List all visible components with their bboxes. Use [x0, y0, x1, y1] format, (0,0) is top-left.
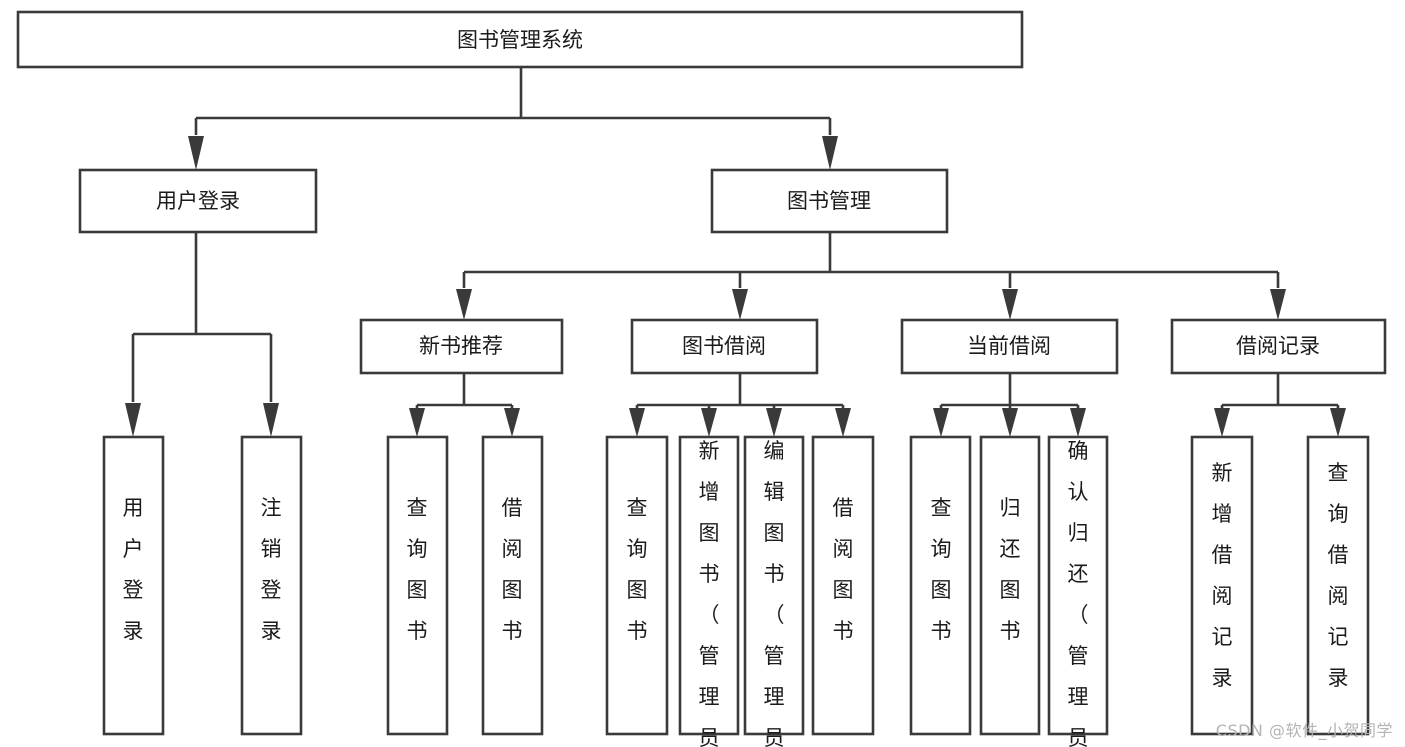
node-new-book-recommend[interactable]: 新书推荐 — [359, 318, 564, 375]
leaf-node-edit-book[interactable]: 编辑图书（管理员） — [743, 435, 805, 747]
leaf-node-borrow-book-2[interactable]: 借阅图书 — [811, 435, 875, 736]
leaf-node-confirm-return[interactable]: 确认归还（管理员） — [1047, 435, 1109, 747]
leaf-edit-book-box[interactable] — [743, 435, 805, 736]
arrow-head-new-book-recommend — [456, 289, 472, 320]
node-book-borrow-box[interactable] — [630, 318, 819, 375]
leaf-edit-book-label: 编辑图书（管理员） — [764, 439, 785, 747]
leaf-borrow-book-1-box[interactable] — [481, 435, 544, 736]
node-book-management-box[interactable] — [710, 168, 949, 234]
leaf-query-record-box[interactable] — [1306, 435, 1370, 736]
node-new-book-recommend-box[interactable] — [359, 318, 564, 375]
leaf-user-logout-box[interactable] — [240, 435, 303, 736]
arrow-head-leaf-query-book-3 — [933, 408, 949, 437]
csdn-watermark: CSDN @软件_小贺同学 — [1215, 721, 1393, 740]
arrow-head-leaf-query-book-1 — [409, 408, 425, 437]
arrow-head-leaf-query-book-2 — [629, 408, 645, 437]
leaf-node-add-record[interactable]: 新增借阅记录 — [1190, 435, 1254, 736]
leaf-query-book-3-label: 查询图书 — [931, 496, 952, 643]
leaf-user-logout-label: 注销登录 — [261, 496, 282, 643]
arrow-head-leaf-add-record — [1214, 408, 1230, 437]
node-user-login-label: 用户登录 — [156, 189, 240, 213]
leaf-query-book-2-box[interactable] — [605, 435, 669, 736]
leaf-node-user-logout[interactable]: 注销登录 — [240, 435, 303, 736]
leaf-node-query-book-3[interactable]: 查询图书 — [909, 435, 972, 736]
leaf-query-book-1-box[interactable] — [386, 435, 449, 736]
leaf-user-login-label: 用户登录 — [123, 496, 144, 643]
node-current-borrow-box[interactable] — [900, 318, 1119, 375]
node-borrow-record-label: 借阅记录 — [1236, 334, 1320, 358]
arrow-head-user-login — [188, 136, 204, 170]
node-book-borrow-label: 图书借阅 — [682, 334, 766, 358]
leaf-confirm-return-box[interactable] — [1047, 435, 1109, 736]
leaf-node-query-book-2[interactable]: 查询图书 — [605, 435, 669, 736]
node-user-login[interactable]: 用户登录 — [78, 168, 318, 234]
connector-layer — [125, 67, 1346, 437]
arrow-head-leaf-borrow-book-1 — [504, 408, 520, 437]
arrow-head-leaf-borrow-book-2 — [835, 408, 851, 437]
arrow-head-leaf-user-login — [125, 403, 141, 437]
node-book-borrow[interactable]: 图书借阅 — [630, 318, 819, 375]
node-borrow-record-box[interactable] — [1170, 318, 1387, 375]
leaf-node-query-record[interactable]: 查询借阅记录 — [1306, 435, 1370, 736]
arrow-head-leaf-confirm-return — [1070, 408, 1086, 437]
arrow-head-book-management — [822, 136, 838, 170]
arrow-head-leaf-edit-book — [766, 408, 782, 437]
leaf-query-record-label: 查询借阅记录 — [1328, 461, 1349, 690]
node-user-login-box[interactable] — [78, 168, 318, 234]
leaf-query-book-1-label: 查询图书 — [407, 496, 428, 643]
leaf-borrow-book-2-box[interactable] — [811, 435, 875, 736]
arrow-head-leaf-user-logout — [263, 403, 279, 437]
leaf-add-record-box[interactable] — [1190, 435, 1254, 736]
leaf-user-login-box[interactable] — [102, 435, 165, 736]
leaf-add-book-label: 新增图书（管理员） — [699, 439, 720, 747]
leaf-borrow-book-1-label: 借阅图书 — [502, 496, 523, 643]
leaf-add-record-label: 新增借阅记录 — [1212, 461, 1233, 690]
leaf-return-book-box[interactable] — [979, 435, 1041, 736]
leaf-add-book-box[interactable] — [678, 435, 740, 736]
leaf-query-book-3-box[interactable] — [909, 435, 972, 736]
leaf-node-add-book[interactable]: 新增图书（管理员） — [678, 435, 740, 747]
arrow-head-leaf-add-book — [701, 408, 717, 437]
leaf-query-book-2-label: 查询图书 — [627, 496, 648, 643]
arrow-head-current-borrow — [1002, 289, 1018, 320]
node-borrow-record[interactable]: 借阅记录 — [1170, 318, 1387, 375]
node-current-borrow-label: 当前借阅 — [967, 334, 1051, 358]
node-root[interactable]: 图书管理系统 — [16, 10, 1024, 69]
node-root-label: 图书管理系统 — [457, 28, 583, 52]
node-root-box[interactable] — [16, 10, 1024, 69]
arrow-head-borrow-record — [1270, 289, 1286, 320]
node-book-management[interactable]: 图书管理 — [710, 168, 949, 234]
leaf-node-return-book[interactable]: 归还图书 — [979, 435, 1041, 736]
leaf-return-book-label: 归还图书 — [1000, 496, 1021, 643]
node-current-borrow[interactable]: 当前借阅 — [900, 318, 1119, 375]
arrow-head-book-borrow — [732, 289, 748, 320]
leaf-node-user-login[interactable]: 用户登录 — [102, 435, 165, 736]
node-new-book-recommend-label: 新书推荐 — [419, 334, 503, 358]
node-book-management-label: 图书管理 — [787, 189, 871, 213]
arrow-head-leaf-query-record — [1330, 408, 1346, 437]
leaf-borrow-book-2-label: 借阅图书 — [833, 496, 854, 643]
arrow-head-leaf-return-book — [1002, 408, 1018, 437]
leaf-node-query-book-1[interactable]: 查询图书 — [386, 435, 449, 736]
leaf-node-borrow-book-1[interactable]: 借阅图书 — [481, 435, 544, 736]
leaf-confirm-return-label: 确认归还（管理员） — [1068, 439, 1089, 747]
